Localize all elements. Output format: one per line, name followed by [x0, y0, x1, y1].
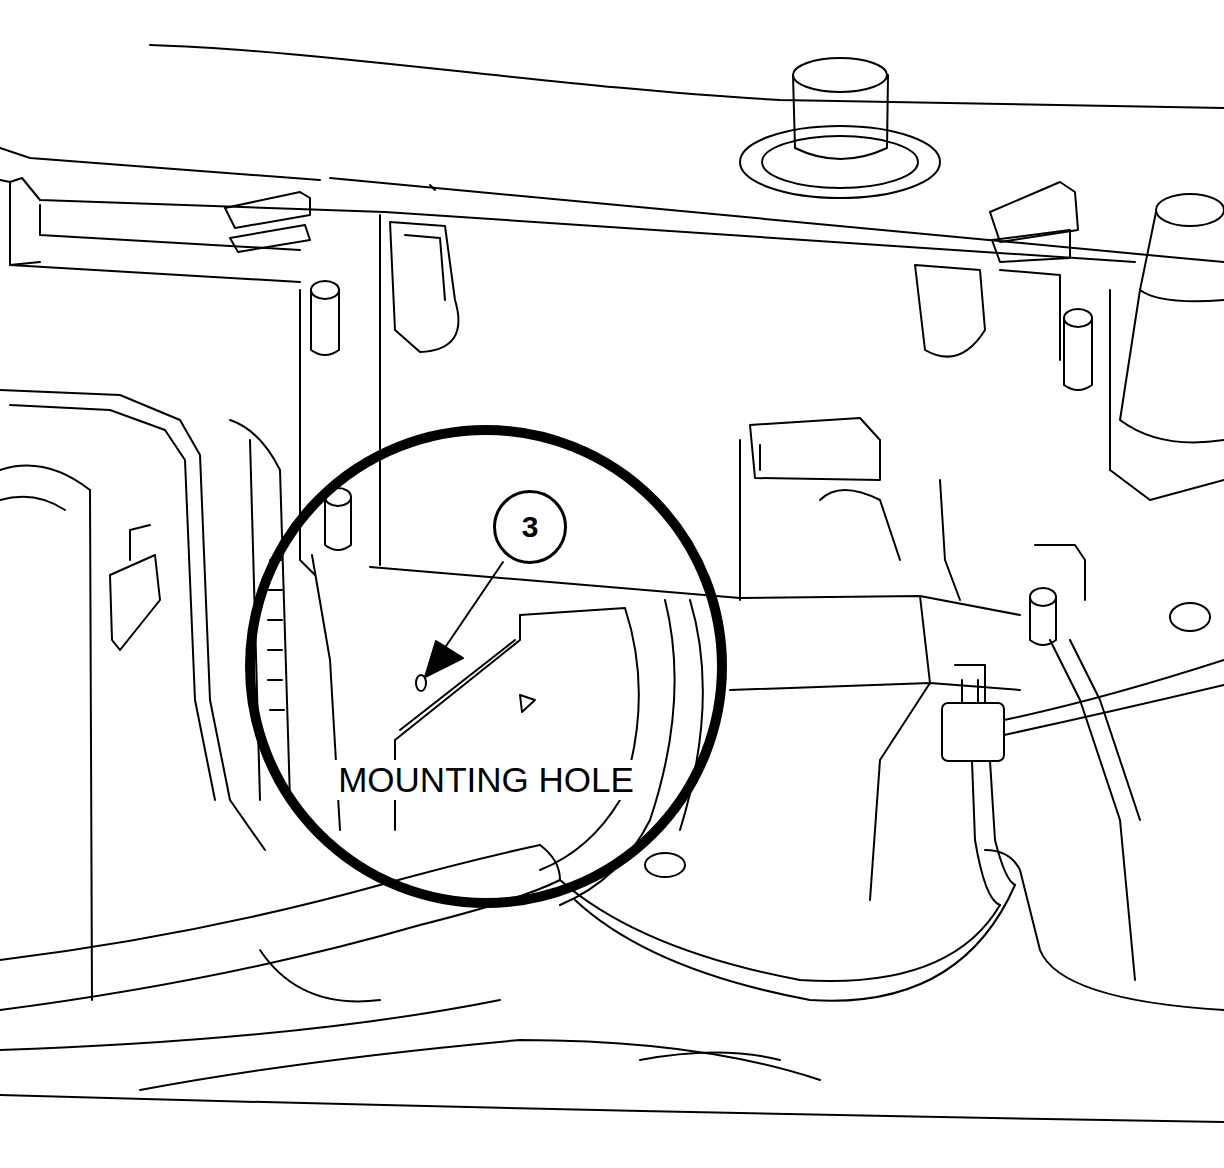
text-holder: 3 — [493, 490, 567, 564]
part-label: MOUNTING HOLE — [334, 760, 638, 800]
circle-outline-shape — [495, 492, 566, 563]
callout-circle: 3 — [493, 490, 567, 564]
detail-circle: MOUNTING HOLE 3 — [245, 425, 727, 908]
circle-outline-shape — [250, 430, 722, 903]
callout-number: 3 — [518, 510, 543, 545]
circle-outline — [245, 425, 727, 908]
text-holder: MOUNTING HOLE — [245, 760, 727, 800]
